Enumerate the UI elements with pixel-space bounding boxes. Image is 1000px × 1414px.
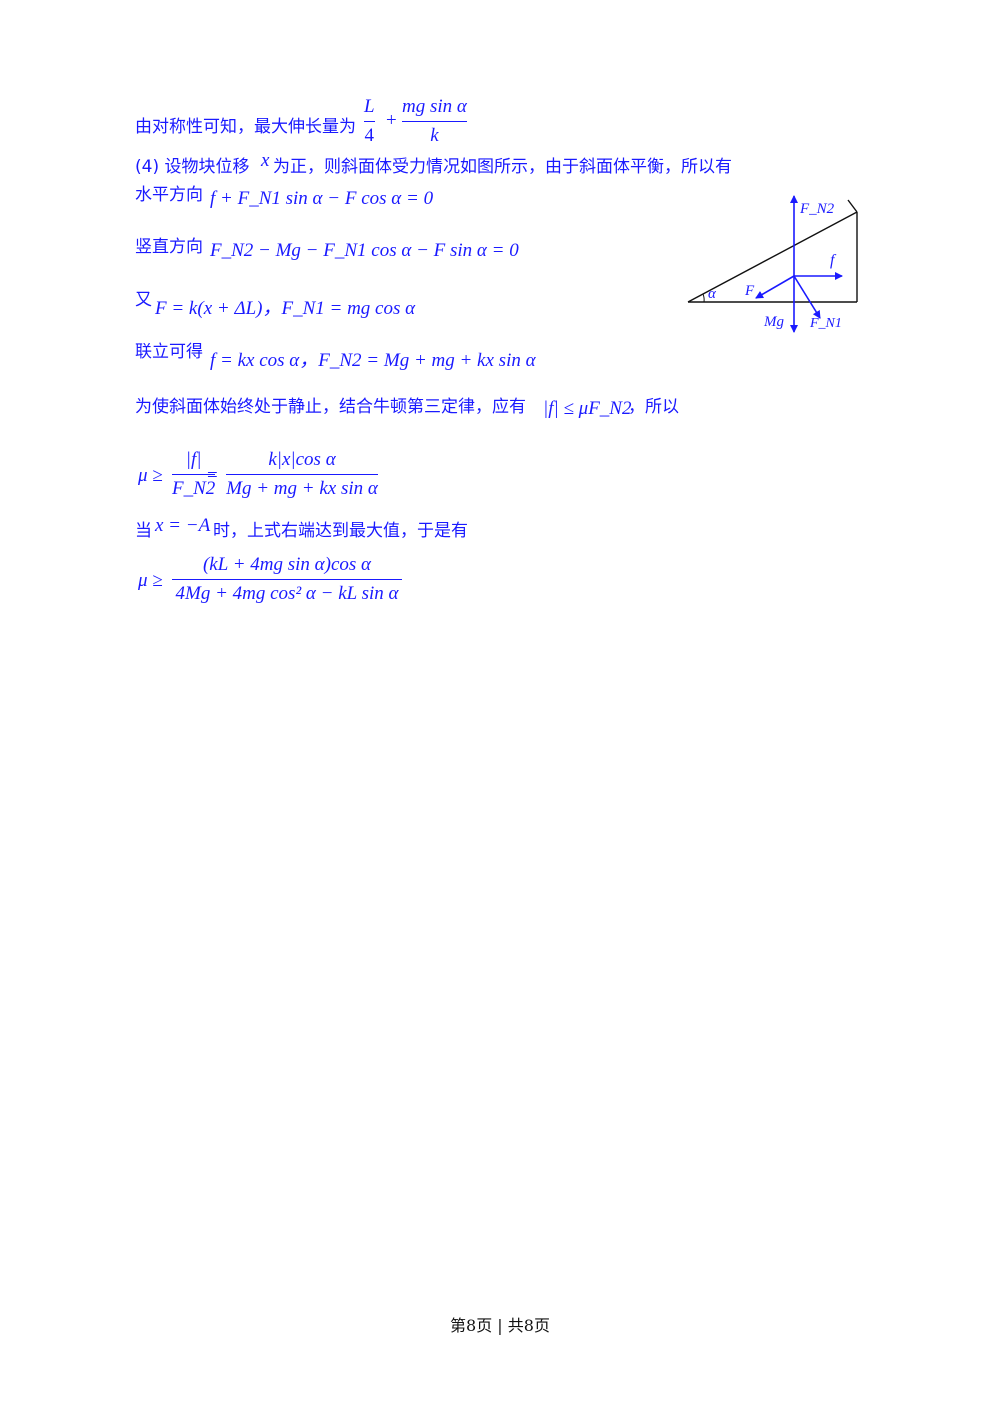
label-spring-force: F [744,283,755,299]
fn1-arrow [793,275,821,319]
combine-label: 联立可得 [135,342,203,362]
label-fn2: F_N2 [799,201,835,217]
vertical-equation: F_N2 − Mg − F_N1 cos α − F sin α = 0 [210,240,519,261]
label-mg: Mg [763,314,784,330]
friction-inequality: |f| ≤ μF_N2 [543,398,632,419]
mu-geq-final: μ ≥ [138,570,163,591]
var-x: x [261,150,270,171]
fraction-kx-cos-over-sum: k|x|cos α Mg + mg + kx sin α [226,449,378,499]
static-condition-text: 为使斜面体始终处于静止，结合牛顿第三定律，应有 [135,397,526,417]
label-alpha: α [708,286,717,302]
fraction-f-over-fn2: |f| F_N2 [172,449,216,499]
part4-intro-b: 为正，则斜面体受力情况如图所示，由于斜面体平衡，所以有 [273,157,732,177]
horizontal-label: 水平方向 [135,185,203,205]
final-fraction: (kL + 4mg sin α)cos α 4Mg + 4mg cos² α −… [172,554,402,605]
page-number: 第8页 | 共8页 [450,1316,550,1335]
label-fn1: F_N1 [809,316,842,331]
spring-force-arrow [755,275,795,299]
when-text: 当 [135,521,152,541]
force-diagram: F_N2 f F α Mg F_N1 [687,195,858,333]
also-label: 又 [135,290,152,310]
combined-equation: f = kx cos α，F_N2 = Mg + mg + kx sin α [210,350,536,371]
fraction-mg-sin-over-k: mg sin α k [402,96,467,146]
x-equals-minus-a: x = −A [155,515,211,536]
plus-sign: + [386,110,397,131]
incline-block [687,199,858,303]
spring-force-equation: F = k(x + ΔL)，F_N1 = mg cos α [155,298,416,319]
max-extension-text: 由对称性可知，最大伸长量为 [135,117,356,137]
equals-sign: = [207,465,218,486]
fraction-l-over-4: L 4 [364,96,375,146]
mu-geq: μ ≥ [138,465,163,486]
part4-intro-a: (4) 设物块位移 [135,157,250,177]
max-value-text: 时，上式右端达到最大值，于是有 [213,521,468,541]
therefore-text: ，所以 [628,397,679,417]
horizontal-equation: f + F_N1 sin α − F cos α = 0 [210,188,434,209]
vertical-label: 竖直方向 [135,237,203,257]
label-f-friction: f [830,252,837,269]
